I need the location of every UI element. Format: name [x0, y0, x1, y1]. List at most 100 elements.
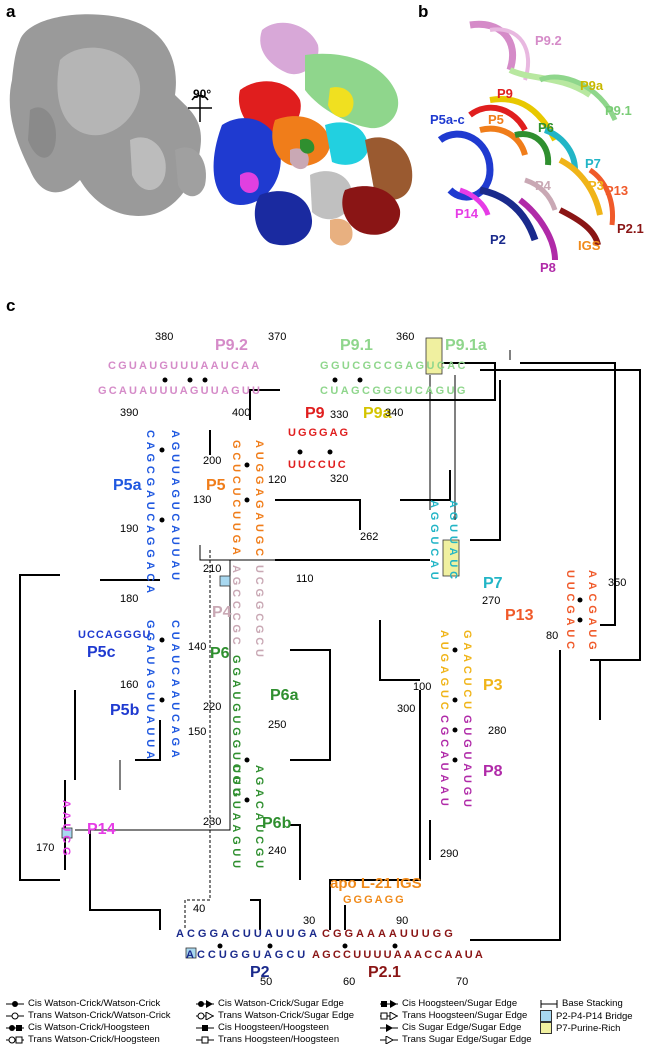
legend-label: Cis Hoogsteen/Sugar Edge — [402, 998, 518, 1009]
num-262: 262 — [360, 531, 378, 543]
purine-rich-swatches — [425, 337, 460, 577]
nucleotide-numbers: 380 370 360 390 400 340 330 320 200 120 … — [36, 331, 626, 988]
label-p5a: P5a — [113, 477, 142, 494]
seq-p6b-left: UUGUAAGUU — [230, 765, 242, 872]
legend-label: Trans Sugar Edge/Sugar Edge — [402, 1034, 532, 1045]
num-100: 100 — [413, 681, 431, 693]
trans-wc-hoog-icon — [6, 1036, 24, 1044]
seq-p6: GGAUGUGGUCGU — [230, 655, 242, 800]
legend-cis-wc-wc: Cis Watson-Crick/Watson-Crick — [6, 998, 160, 1009]
seq-p8-left: CGCAUAAU — [438, 715, 450, 810]
legend-cis-wc-hoog: Cis Watson-Crick/Hoogsteen — [6, 1022, 150, 1033]
panel-a-label: a — [6, 2, 16, 21]
legend-label: Trans Watson-Crick/Sugar Edge — [218, 1010, 355, 1021]
sequence-strands: CGUAUGUUUAAUCAA GCAUAUUUAGUUAGUU GGUCGCC… — [78, 360, 485, 961]
label-p3: P3 — [483, 677, 503, 694]
num-180: 180 — [120, 593, 138, 605]
label-b-p4: P4 — [535, 178, 552, 193]
seq-p5-left: GCUCUCUUGA — [230, 440, 242, 559]
num-230: 230 — [203, 816, 221, 828]
legend-label: P2-P4-P14 Bridge — [556, 1010, 633, 1022]
num-30: 30 — [303, 915, 315, 927]
rotation-label: 90° — [193, 87, 211, 101]
label-p5b: P5b — [110, 702, 140, 719]
cis-wc-wc-icon — [6, 1000, 24, 1008]
num-160: 160 — [120, 679, 138, 691]
label-b-p14: P14 — [455, 206, 479, 221]
seq-p3-left: AUGAGUC — [438, 630, 450, 713]
legend-purine: P7-Purine-Rich — [540, 1022, 620, 1034]
label-p4: P4 — [212, 604, 232, 621]
seq-p7-left: AGGUCAU — [428, 500, 440, 583]
seq-p7-right: AGUUAUC — [447, 500, 459, 583]
seq-p9-2-top: CGUAUGUUUAAUCAA — [108, 360, 261, 372]
legend-label: Cis Watson-Crick/Hoogsteen — [28, 1022, 150, 1033]
seq-p2-1-bot: AGCCUUUUAAACCAAUA — [312, 949, 485, 961]
num-50: 50 — [260, 976, 272, 988]
seq-p5-right: AUGGAGAUGC — [253, 440, 265, 560]
legend-label: P7-Purine-Rich — [556, 1022, 621, 1034]
trans-wc-sugar-icon — [196, 1011, 214, 1020]
base-stacking-icon — [540, 999, 558, 1008]
seq-p13-left: UUCGAUC — [564, 570, 576, 653]
rotation-indicator: 90° — [188, 87, 212, 122]
label-p9: P9 — [305, 405, 325, 422]
legend-cis-hoog-hoog: Cis Hoogsteen/Hoogsteen — [196, 1022, 329, 1033]
num-150: 150 — [188, 726, 206, 738]
label-b-p5: P5 — [488, 112, 504, 127]
seq-p9-2-bot: GCAUAUUUAGUUAGUU — [98, 385, 262, 397]
seq-p5c: UCCAGGGU — [78, 629, 151, 641]
num-140: 140 — [188, 641, 206, 653]
num-110: 110 — [296, 573, 314, 585]
label-p2: P2 — [250, 964, 270, 981]
legend-label: Cis Watson-Crick/Watson-Crick — [28, 998, 161, 1009]
legend-label: Cis Sugar Edge/Sugar Edge — [402, 1022, 522, 1033]
legend-trans-hoog-sugar: Trans Hoogsteen/Sugar Edge — [380, 1010, 527, 1021]
num-200: 200 — [203, 455, 221, 467]
label-b-p9-1: P9.1 — [605, 103, 632, 118]
seq-p5a-right: AGUUAGUCAUUAU — [169, 430, 181, 584]
cis-wc-sugar-icon — [196, 999, 214, 1008]
num-280: 280 — [488, 725, 506, 737]
seq-p9-1-top: GGUCGCCGAGUCAC — [320, 360, 468, 372]
seq-p6b-right: AGACAUCGU — [253, 765, 265, 872]
label-p6b: P6b — [262, 815, 292, 832]
num-240: 240 — [268, 845, 286, 857]
num-40: 40 — [193, 903, 205, 915]
seq-p2-1-top: CGGAAAAUUUGG — [322, 928, 456, 940]
legend: Cis Watson-Crick/Watson-Crick Trans Wats… — [0, 996, 660, 1050]
label-b-p3: P3 — [588, 178, 604, 193]
seq-p5b-left: GGAUAGUUAUUA — [144, 620, 156, 763]
cis-wc-hoog-icon — [6, 1024, 24, 1032]
legend-trans-wc-hoog: Trans Watson-Crick/Hoogsteen — [6, 1034, 160, 1045]
num-170: 170 — [36, 842, 54, 854]
num-220: 220 — [203, 701, 221, 713]
num-340: 340 — [385, 407, 403, 419]
label-b-p6: P6 — [538, 120, 554, 135]
num-380: 380 — [155, 331, 173, 343]
thin-connectors — [75, 350, 511, 831]
figure-canvas: 90° P9.2 P — [9, 14, 644, 988]
num-250: 250 — [268, 719, 286, 731]
num-400: 400 — [232, 407, 250, 419]
seq-p9-1-bot: CUAGCGGCUCAGUG — [320, 385, 468, 397]
legend-label: Cis Watson-Crick/Sugar Edge — [218, 998, 344, 1009]
helix-labels: P9.2 P9.1 P9.1a P9 P9a P5a P5 P4 P5c P6 … — [87, 337, 534, 981]
num-290: 290 — [440, 848, 458, 860]
seq-p5b-right: CUAUCAAUCAGA — [169, 620, 181, 762]
num-60: 60 — [343, 976, 355, 988]
legend-label: Base Stacking — [562, 998, 623, 1009]
label-p13: P13 — [505, 607, 534, 624]
seq-p4-right: UCGGCGCU — [253, 565, 265, 661]
label-p9-1a: P9.1a — [445, 337, 487, 354]
num-210: 210 — [203, 563, 221, 575]
vertical-strands: CAGCGAUCAGGACA AGUUAGUCAUUAU GGAUAGUUAUU… — [60, 430, 598, 872]
cis-sugar-sugar-icon — [380, 1023, 398, 1032]
num-390: 390 — [120, 407, 138, 419]
label-b-p5a-c: P5a-c — [430, 112, 465, 127]
label-b-p9: P9 — [497, 86, 513, 101]
label-p9-1: P9.1 — [340, 337, 373, 354]
num-320: 320 — [330, 473, 348, 485]
legend-cis-hoog-sugar: Cis Hoogsteen/Sugar Edge — [380, 998, 517, 1009]
legend-trans-wc-sugar: Trans Watson-Crick/Sugar Edge — [196, 1010, 354, 1021]
